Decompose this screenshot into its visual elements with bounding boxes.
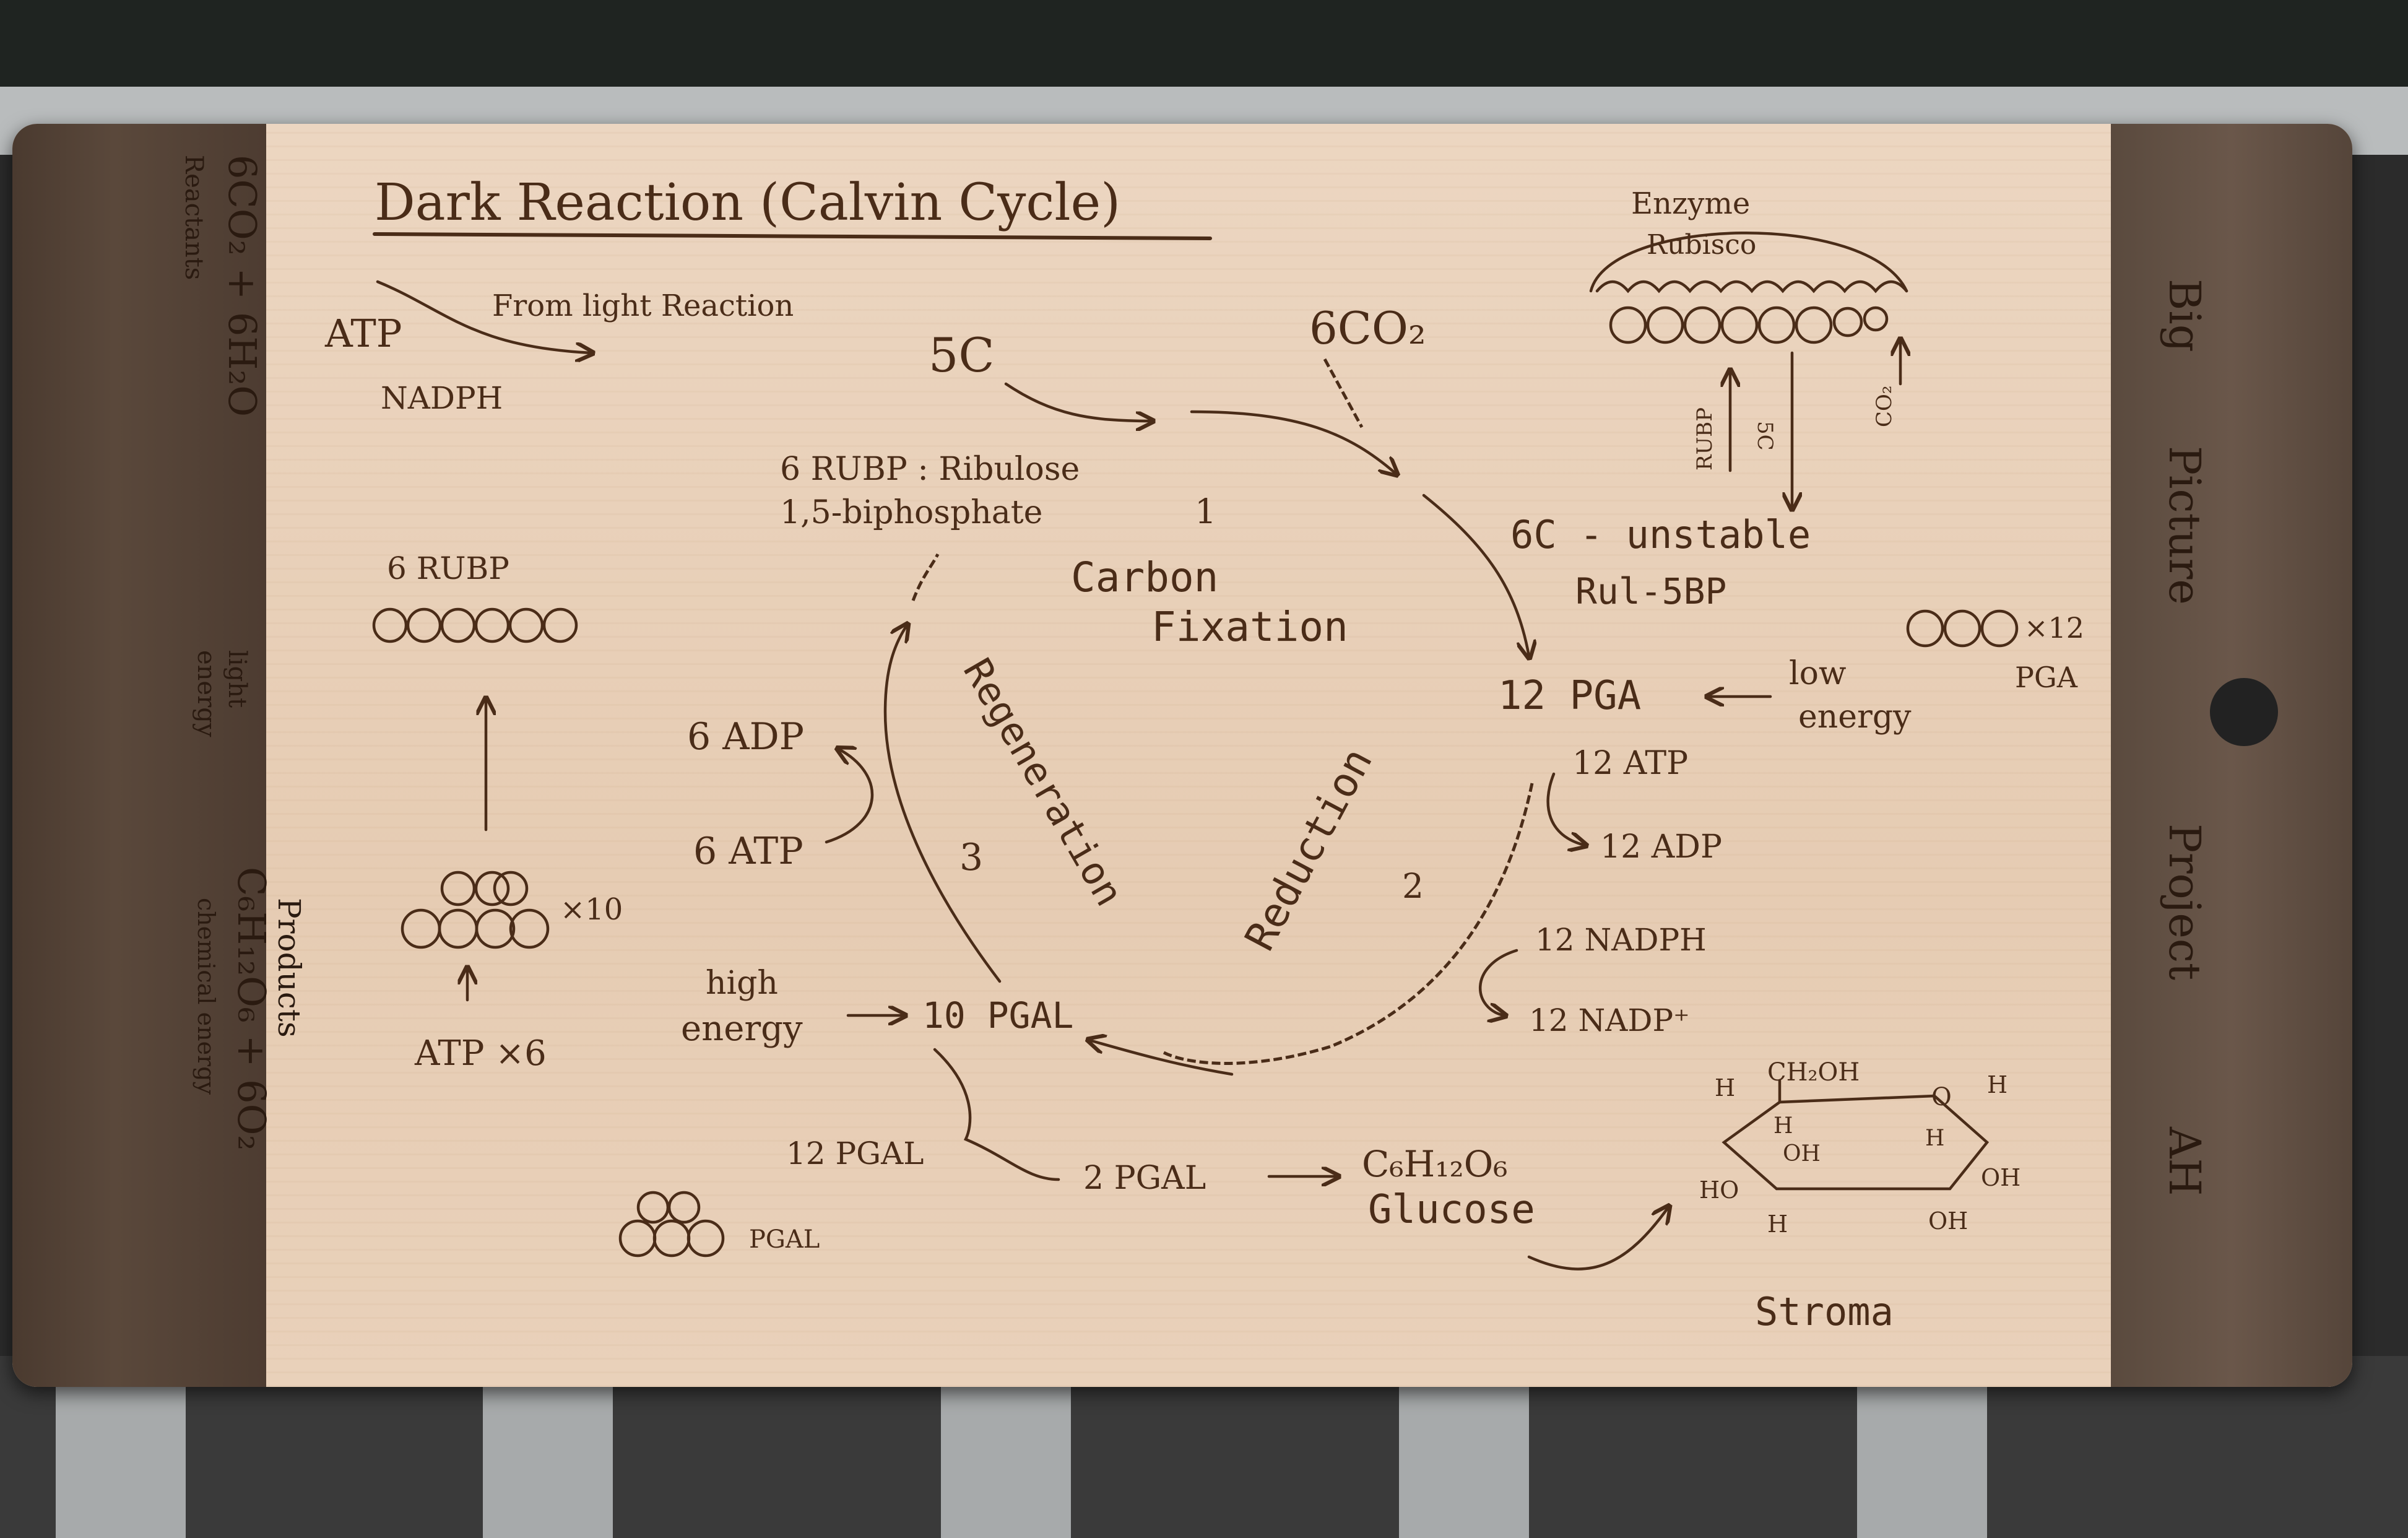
co2-input-label: 6CO₂ (1309, 302, 1426, 354)
five-c-vertical-label: 5C (1752, 421, 1777, 451)
high-energy-line1: high (706, 965, 778, 1002)
title-underline (373, 232, 1212, 240)
svg-text:Big: Big (2159, 279, 2210, 352)
co2-dashed-line (1323, 358, 1364, 428)
nadph-input-label: NADPH (381, 380, 503, 416)
rubp-definition-line2: 1,5-biphosphate (780, 494, 1042, 531)
walnut-strip-left (12, 124, 266, 1387)
glucose-label: Glucose (1368, 1187, 1535, 1233)
rubp-vertical-label: RUBP (1692, 407, 1717, 471)
ring-h-5: H (1767, 1210, 1788, 1238)
rubp-carbon-chain (1609, 306, 1889, 344)
enzyme-scallops (1595, 280, 1908, 293)
low-energy-line1: low (1789, 655, 1846, 692)
svg-text:C₆H₁₂O₆ + 6O₂: C₆H₁₂O₆ + 6O₂ (229, 867, 274, 1150)
stroma-label: Stroma (1755, 1289, 1894, 1334)
from-light-reaction-label: From light Reaction (492, 289, 794, 323)
high-energy-line2: energy (681, 1009, 803, 1049)
atp-6-regen-label: 6 ATP (693, 830, 803, 873)
atp-to-adp-regen-arrow (825, 749, 874, 844)
svg-text:chemical energy: chemical energy (193, 898, 220, 1095)
pga-times-12: ×12 (2024, 611, 2084, 645)
glucose-to-ring-arrow (1527, 1207, 1668, 1271)
adp-6-label: 6 ADP (687, 715, 804, 758)
atp-to-adp-arrow (1546, 772, 1585, 845)
svg-text:Picture: Picture (2159, 446, 2210, 605)
rack-top (0, 0, 2408, 93)
svg-text:Products: Products (271, 898, 307, 1038)
pga-molecule (1906, 609, 2019, 648)
ring-h-4: H (1925, 1126, 1944, 1151)
svg-text:Reactants: Reactants (180, 155, 208, 280)
svg-text:AH: AH (2159, 1126, 2210, 1196)
diagram-title: Dark Reaction (Calvin Cycle) (375, 173, 1120, 232)
five-c-arrow (1004, 382, 1151, 421)
pgal-10-label: 10 PGAL (922, 994, 1073, 1036)
pga-molecule-label: PGA (2015, 661, 2078, 694)
maple-panel (266, 124, 2111, 1387)
reduction-label: Reduction (1236, 741, 1382, 958)
pgal-12-label: 12 PGAL (786, 1136, 924, 1171)
co2-vertical-label: CO₂ (1872, 385, 1897, 427)
atp-input-label: ATP (324, 311, 402, 356)
cutting-board (12, 124, 2352, 1387)
step-1-number: 1 (1195, 492, 1216, 531)
pgal-molecule-label: PGAL (749, 1225, 820, 1254)
reduction-arc (1163, 783, 1534, 1065)
cycle-top-arrow (1190, 410, 1396, 474)
svg-text:6CO₂ + 6H₂O: 6CO₂ + 6H₂O (220, 155, 265, 417)
svg-text:energy: energy (192, 650, 220, 737)
pgal-2-label: 2 PGAL (1083, 1160, 1206, 1197)
ring-oxygen: O (1931, 1083, 1952, 1111)
hanging-hole (2210, 678, 2278, 746)
rubp-molecule (372, 607, 578, 643)
right-side-inscription: Big Picture Project AH (2159, 279, 2210, 1196)
nadph-to-nadp-arrow (1478, 949, 1518, 1015)
ring-oh-1: OH (1783, 1141, 1821, 1167)
nadp-12-label: 12 NADP⁺ (1529, 1002, 1690, 1038)
ring-h-3: H (1774, 1113, 1793, 1139)
reduction-to-pgal-arrow (1089, 1040, 1234, 1076)
five-carbon-label: 5C (929, 328, 995, 383)
pgal-split-curve (933, 1048, 1060, 1181)
walnut-strip-right (2111, 124, 2352, 1387)
ring-oh-2: OH (1981, 1164, 2020, 1191)
carbon-fixation-line2: Fixation (1151, 603, 1348, 651)
pgal-cluster-molecule (401, 871, 550, 949)
rubp-6-label: 6 RUBP (387, 550, 509, 586)
regeneration-arc-dash (911, 553, 940, 601)
pga-12-label: 12 PGA (1498, 673, 1641, 719)
ring-ho: HO (1699, 1176, 1739, 1204)
low-energy-line2: energy (1798, 698, 1912, 736)
glucose-formula: C₆H₁₂O₆ (1362, 1143, 1508, 1185)
atp-6-label: ATP ×6 (414, 1033, 547, 1074)
svg-text:light: light (223, 650, 251, 708)
light-input-arrow (376, 280, 591, 353)
regeneration-arc-arrow (883, 625, 1002, 983)
nadph-12-label: 12 NADPH (1535, 922, 1707, 958)
step-2-number: 2 (1402, 866, 1424, 906)
rubp-definition-line1: 6 RUBP : Ribulose (780, 451, 1080, 488)
unstable-6c-label: 6C - unstable (1510, 512, 1811, 557)
pgal-times-10: ×10 (560, 892, 623, 927)
enzyme-dome (1589, 231, 1908, 293)
adp-12-label: 12 ADP (1600, 828, 1722, 866)
pgal-small-molecule (618, 1191, 725, 1258)
step-3-number: 3 (959, 836, 983, 879)
ring-ch2oh: CH₂OH (1767, 1058, 1860, 1087)
carbon-fixation-line1: Carbon (1071, 554, 1218, 601)
rul-5bp-label: Rul-5BP (1575, 570, 1726, 612)
ring-oh-3: OH (1928, 1207, 1968, 1235)
ring-h-1: H (1715, 1074, 1735, 1101)
ring-h-2: H (1987, 1071, 2007, 1098)
fixation-arc-arrow (1422, 493, 1529, 656)
enzyme-label: Enzyme (1631, 186, 1750, 221)
left-side-inscription: Reactants 6CO₂ + 6H₂O light energy chemi… (180, 155, 307, 1150)
atp-12-label: 12 ATP (1572, 745, 1688, 782)
svg-text:Project: Project (2159, 823, 2210, 980)
glucose-ring-structure (1722, 1079, 1990, 1191)
